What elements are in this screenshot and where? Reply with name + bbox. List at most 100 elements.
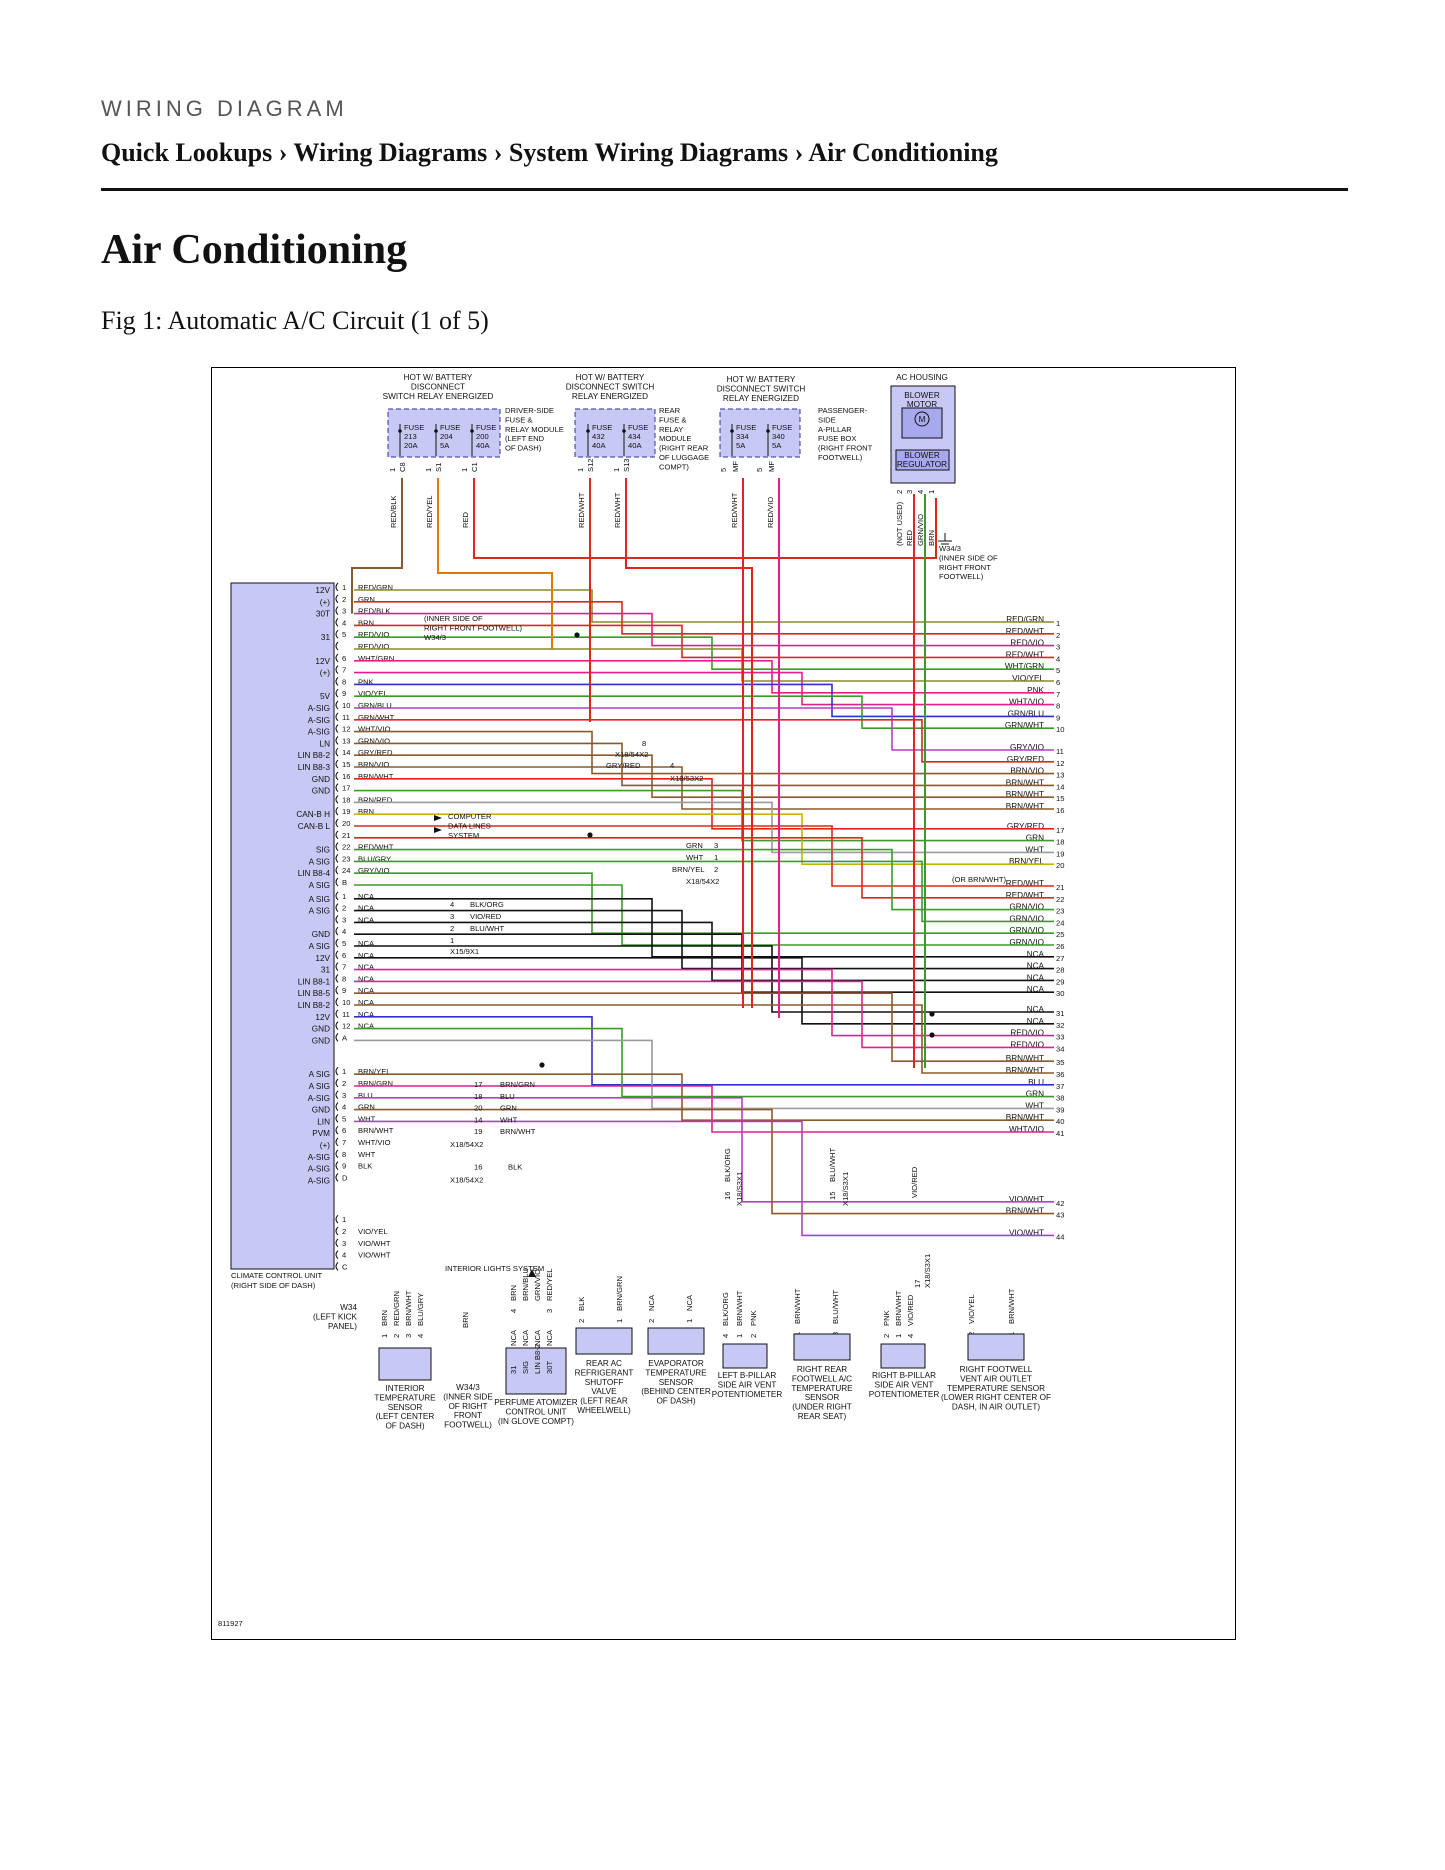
module-pin-function: LIN B8-5 — [298, 989, 331, 998]
right-wire-label: WHT — [1025, 845, 1044, 854]
right-wire-label: RED/WHT — [1006, 650, 1044, 659]
fuse-label: 204 — [440, 432, 453, 441]
connector-mark — [335, 1149, 339, 1159]
fuse-pin: S1 — [434, 463, 443, 472]
module-pin-number: 8 — [342, 677, 346, 686]
module-pin-function: LIN B8-2 — [298, 751, 331, 760]
wire-color-label: RED/GRN — [358, 583, 393, 592]
wire-color-label: BRN/YEL — [358, 1067, 391, 1076]
wire-color-label: RED/VIO — [358, 642, 389, 651]
fuse-label: 200 — [476, 432, 489, 441]
connector-mark — [335, 891, 339, 901]
right-wire-label: GRN/VIO — [1009, 938, 1044, 947]
module-pin-function: LIN B8-4 — [298, 869, 331, 878]
blower-motor-label: MOTOR — [907, 400, 937, 409]
connector-pin: 3 — [714, 841, 718, 850]
fuse-pin: 1 — [460, 468, 469, 472]
wire-color-label: NCA — [358, 1010, 375, 1019]
splice-dot — [574, 632, 580, 638]
connector-id: X18/S3X1 — [841, 1172, 850, 1206]
wire-color-label: VIO/WHT — [358, 1251, 391, 1260]
component-pin: LIN B8-2 — [533, 1344, 542, 1374]
connector-mark — [335, 724, 339, 733]
connector-pin: 19 — [474, 1127, 482, 1136]
fuse-box-label: COMPT) — [659, 462, 689, 471]
component-pin: 4 — [416, 1334, 425, 1338]
top-wire-label: RED/BLK — [389, 496, 398, 529]
component-wire-label: NCA — [521, 1329, 530, 1346]
fuse-label: 40A — [476, 441, 490, 450]
component-pin: 2 — [749, 1334, 758, 1338]
harness-wire — [354, 992, 1054, 1063]
right-wire-label: BRN/WHT — [1006, 1207, 1044, 1216]
fuse-label: 5A — [440, 441, 450, 450]
component-wire-label: BLU/GRY — [416, 1293, 425, 1326]
harness-wire — [354, 956, 1054, 1025]
connector-id: X18/54X2 — [450, 1175, 483, 1184]
right-wire-label: BLU — [1028, 1078, 1044, 1087]
module-pin-function: A-SIG — [308, 728, 330, 737]
component-wire-label: BRN/WHT — [735, 1290, 744, 1326]
module-pin-function: A SIG — [309, 907, 330, 916]
fuse-label: 432 — [592, 432, 605, 441]
right-wire-number: 3 — [1056, 643, 1060, 652]
component-label: SHUTOFF — [585, 1378, 624, 1387]
component-wire-label: VIO/RED — [906, 1294, 915, 1326]
top-wire-label: RED/YEL — [425, 496, 434, 529]
right-wire-label: GRN/BLU — [1008, 709, 1044, 718]
blower-wire-label: RED — [905, 529, 914, 546]
right-wire-number: 18 — [1056, 838, 1064, 847]
connector-mark — [335, 1238, 339, 1248]
fuse-box-rear — [574, 408, 656, 458]
ground-label: (INNER SIDE OF — [424, 614, 483, 623]
right-wire-label: RED/GRN — [1006, 615, 1044, 624]
component-pin: 2 — [577, 1319, 586, 1323]
component-label: VALVE — [591, 1387, 617, 1396]
hot-label: HOT W/ BATTERY — [727, 375, 796, 384]
component-pin: 1 — [735, 1334, 744, 1338]
module-pin-number: 4 — [342, 618, 346, 627]
connector-mark — [335, 903, 339, 912]
wire-color-label: RED/BLK — [358, 607, 391, 616]
connector-mark — [335, 818, 339, 828]
component-wire-label: BRN — [380, 1310, 389, 1326]
breadcrumb[interactable]: Quick Lookups › Wiring Diagrams › System… — [101, 138, 998, 167]
connector-mark — [335, 1021, 339, 1030]
connector-mark — [335, 1250, 339, 1259]
module-pin-number: 5 — [342, 939, 346, 948]
fuse-pin: C8 — [398, 462, 407, 472]
evaporator-temperature-sensor — [647, 1327, 705, 1355]
right-wire-number: 27 — [1056, 954, 1064, 963]
connector-mark — [335, 830, 339, 840]
module-pin-number: 2 — [342, 904, 346, 913]
computer-data-label: DATA LINES — [448, 821, 491, 830]
right-wire-number: 40 — [1056, 1117, 1064, 1126]
top-wire-label: RED/VIO — [766, 497, 775, 528]
module-pin-number: 3 — [342, 1091, 346, 1100]
module-pin-number: 3 — [342, 607, 346, 616]
right-wire-number: 37 — [1056, 1082, 1064, 1091]
right-wire-label: WHT/VIO — [1009, 698, 1044, 707]
refrigerant-shutoff-valve — [575, 1327, 633, 1355]
right-wire-label: GRN/VIO — [1009, 926, 1044, 935]
wire-color-label: GRY/VIO — [358, 866, 390, 875]
blower-regulator — [895, 449, 950, 471]
wire-color-label: WHT/VIO — [358, 725, 391, 734]
ground-label: W34/3 — [939, 544, 961, 553]
wire-color-label: WHT/VIO — [358, 1138, 391, 1147]
module-pin-number: 5 — [342, 630, 346, 639]
connector-id: X18/53X2 — [670, 774, 703, 783]
module-pin-function: A SIG — [309, 857, 330, 866]
connector-wire-label: GRN — [500, 1104, 517, 1113]
harness-wire — [354, 968, 1054, 1037]
connector-mark — [335, 1033, 339, 1042]
connector-mark — [335, 629, 339, 639]
right-wire-number: 12 — [1056, 759, 1064, 768]
connector-pin: 16 — [474, 1163, 482, 1172]
right-wire-label: NCA — [1027, 973, 1045, 982]
fuse-box-label: MODULE — [659, 434, 692, 443]
fuse-box-label: SIDE — [818, 415, 836, 424]
connector-mark — [335, 688, 339, 698]
module-pin-function: GND — [312, 1106, 330, 1115]
module-pin-number: 16 — [342, 772, 350, 781]
